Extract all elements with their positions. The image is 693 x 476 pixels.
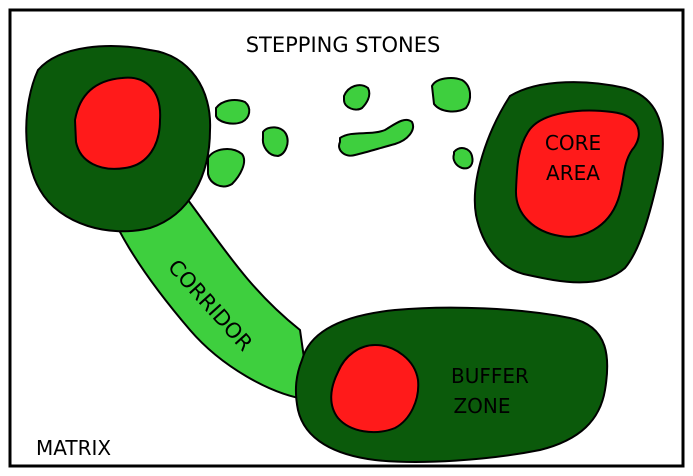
matrix-label: MATRIX [36, 436, 111, 460]
core-area-label-line2: AREA [546, 161, 600, 185]
buffer-zone-label-line2: ZONE [453, 394, 510, 418]
stepping-stone [263, 127, 288, 156]
stepping-stone [432, 78, 470, 111]
stepping-stones-label: STEPPING STONES [246, 33, 441, 57]
stepping-stone [216, 100, 249, 124]
top-left-core-area [75, 78, 160, 169]
stepping-stone [453, 148, 472, 168]
buffer-zone-label-line1: BUFFER [451, 364, 529, 388]
core-area-label-line1: CORE [545, 131, 601, 155]
